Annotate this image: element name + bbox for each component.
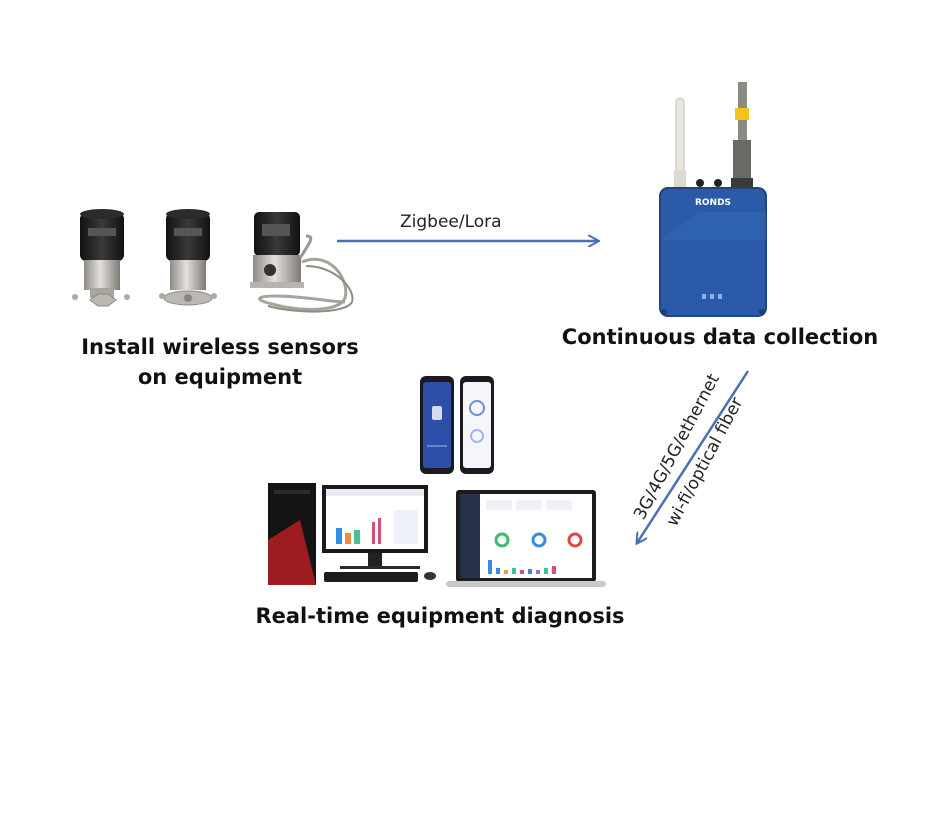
arrow-gateway-to-diagnosis xyxy=(637,370,750,543)
vibration-sensor-icon xyxy=(250,212,354,313)
gateway-device-icon: RONDS xyxy=(659,82,767,317)
step-diagnosis-caption: Real-time equipment diagnosis xyxy=(255,604,625,628)
step-collection-caption: Continuous data collection xyxy=(561,325,879,349)
step-sensors-caption-line1: Install wireless sensors xyxy=(81,335,359,359)
desktop-computer-icon xyxy=(268,483,436,585)
smartphone-icon xyxy=(460,376,494,474)
vibration-sensor-icon xyxy=(72,209,130,307)
gateway-brand-label: RONDS xyxy=(695,198,731,208)
step-sensors-caption: Install wireless sensors on equipment xyxy=(60,332,380,392)
step-sensors-caption-line2: on equipment xyxy=(137,365,303,389)
link-label-zigbee: Zigbee/Lora xyxy=(400,212,502,232)
vibration-sensor-icon xyxy=(159,209,217,306)
smartphone-icon xyxy=(420,376,454,474)
laptop-icon xyxy=(446,490,606,587)
